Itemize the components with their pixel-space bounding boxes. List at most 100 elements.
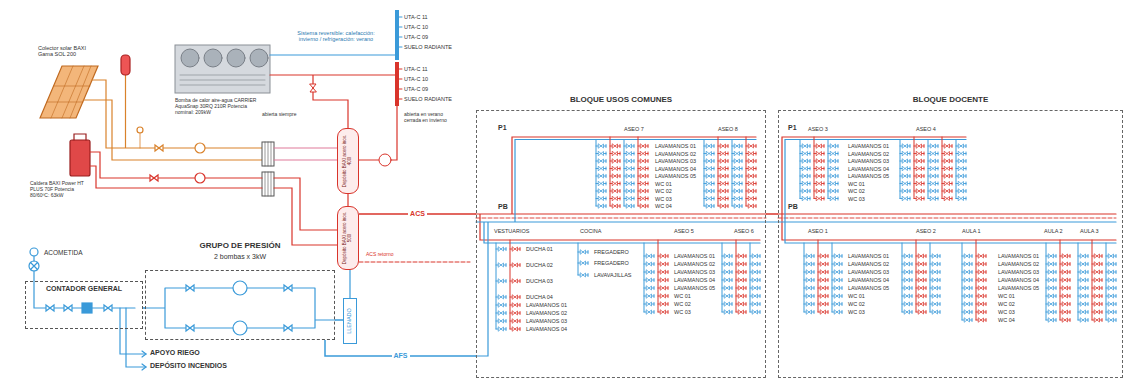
fixture-valve [661, 262, 666, 266]
fixture-valve [707, 182, 712, 186]
fixture-branch [902, 311, 912, 314]
fixture-valve [917, 159, 922, 163]
fixture-branch [930, 279, 940, 282]
fixture-branch [800, 190, 810, 193]
annotation-label: P1 [498, 124, 507, 132]
fixture-valve [707, 189, 712, 193]
fixture-branch [510, 296, 520, 299]
fixture-branch [832, 255, 842, 258]
fixture-valve [831, 189, 836, 193]
fixture-valve [945, 174, 950, 178]
annotation-label: LAVAMANOS 03 [674, 269, 715, 275]
fixture-valve [959, 144, 964, 148]
fixture-valve [821, 254, 826, 258]
valve-symbol [310, 84, 316, 92]
fixture-valve [499, 319, 504, 323]
fixture-riser [638, 137, 639, 206]
fixture-valve [817, 189, 822, 193]
fixture-valve [905, 302, 910, 306]
fixture-branch [800, 167, 810, 170]
fixture-branch [900, 145, 910, 148]
fixture-valve [979, 278, 984, 282]
annotation-label: WC 03 [848, 309, 865, 315]
annotation-label: LAVAMANOS 03 [526, 318, 567, 324]
fixture-branch [496, 320, 506, 323]
fixture-valve [903, 174, 908, 178]
annotation-label: LAVAMANOS 04 [848, 166, 889, 172]
fixture-branch [1106, 295, 1116, 298]
heat-pump-unit [175, 45, 270, 93]
fixture-valve [753, 278, 758, 282]
annotation-label: WC 02 [848, 301, 865, 307]
fixture-branch [800, 182, 810, 185]
fixture-valve [661, 302, 666, 306]
fixture-riser [902, 243, 903, 312]
fixture-valve [979, 286, 984, 290]
fixture-group [900, 137, 966, 201]
fixture-valve [753, 302, 758, 306]
fan [250, 49, 268, 67]
fixture-branch [916, 279, 926, 282]
fixture-branch [496, 280, 506, 283]
fixture-group [722, 240, 760, 314]
annotation-label: Colector solar BAXI Gama SOL 200 [38, 45, 100, 58]
annotation-label: ASEO 7 [624, 126, 644, 132]
fixture-valve [613, 182, 618, 186]
fixture-valve [831, 167, 836, 171]
fixture-valve [627, 197, 632, 201]
fixture-group [800, 137, 838, 201]
fixture-valve [599, 167, 604, 171]
fixture-valve [959, 159, 964, 163]
fixture-branch [736, 271, 746, 274]
fixture-branch [658, 255, 668, 258]
fixture-branch [1106, 271, 1116, 274]
fixture-branch [746, 152, 756, 155]
fixture-valve [1049, 254, 1054, 258]
valve-symbol [186, 325, 194, 331]
fixture-valve [707, 197, 712, 201]
fixture-valve [1063, 254, 1068, 258]
annotation-label: LAVAMANOS 04 [526, 326, 567, 332]
annotation-label: LAVAMANOS 02 [848, 261, 889, 267]
fixture-valve [821, 294, 826, 298]
exchanger-plates [265, 142, 271, 166]
fixture-riser [1046, 243, 1047, 320]
fixture-valve [831, 174, 836, 178]
fixture-valve [917, 144, 922, 148]
fixture-valve [1109, 310, 1114, 314]
annotation-label: ACS retorno [366, 252, 394, 258]
fixture-valve [1095, 278, 1100, 282]
annotation-label: UTA-C 11 [404, 14, 428, 20]
fixture-branch [828, 167, 838, 170]
fixture-branch [596, 145, 606, 148]
fixture-valve [735, 159, 740, 163]
fixture-branch [746, 167, 756, 170]
node-text: CONTADOR GENERAL [26, 285, 142, 293]
fixture-branch [658, 271, 668, 274]
fixture-branch [976, 303, 986, 306]
fixture-valve [749, 167, 754, 171]
pump-symbol [233, 321, 247, 335]
fixture-branch [976, 295, 986, 298]
fixture-valve [599, 189, 604, 193]
fixture-valve [599, 159, 604, 163]
fixture-valve [919, 270, 924, 274]
fixture-valve [945, 144, 950, 148]
fixture-branch [610, 197, 620, 200]
fixture-branch [510, 264, 520, 267]
fixture-branch [704, 145, 714, 148]
fixture-branch [610, 205, 620, 208]
fixture-valve [1095, 262, 1100, 266]
fixture-branch [722, 263, 732, 266]
annotation-label: ASEO 3 [808, 126, 828, 132]
annotation-label: WC 03 [998, 309, 1015, 315]
fixture-branch [804, 279, 814, 282]
fixture-riser [578, 243, 579, 275]
fixture-valve [707, 204, 712, 208]
fixture-branch [976, 279, 986, 282]
fixture-valve [753, 294, 758, 298]
fixture-valve [933, 270, 938, 274]
fixture-valve [581, 273, 586, 277]
fixture-branch [736, 263, 746, 266]
fixture-valve [647, 286, 652, 290]
